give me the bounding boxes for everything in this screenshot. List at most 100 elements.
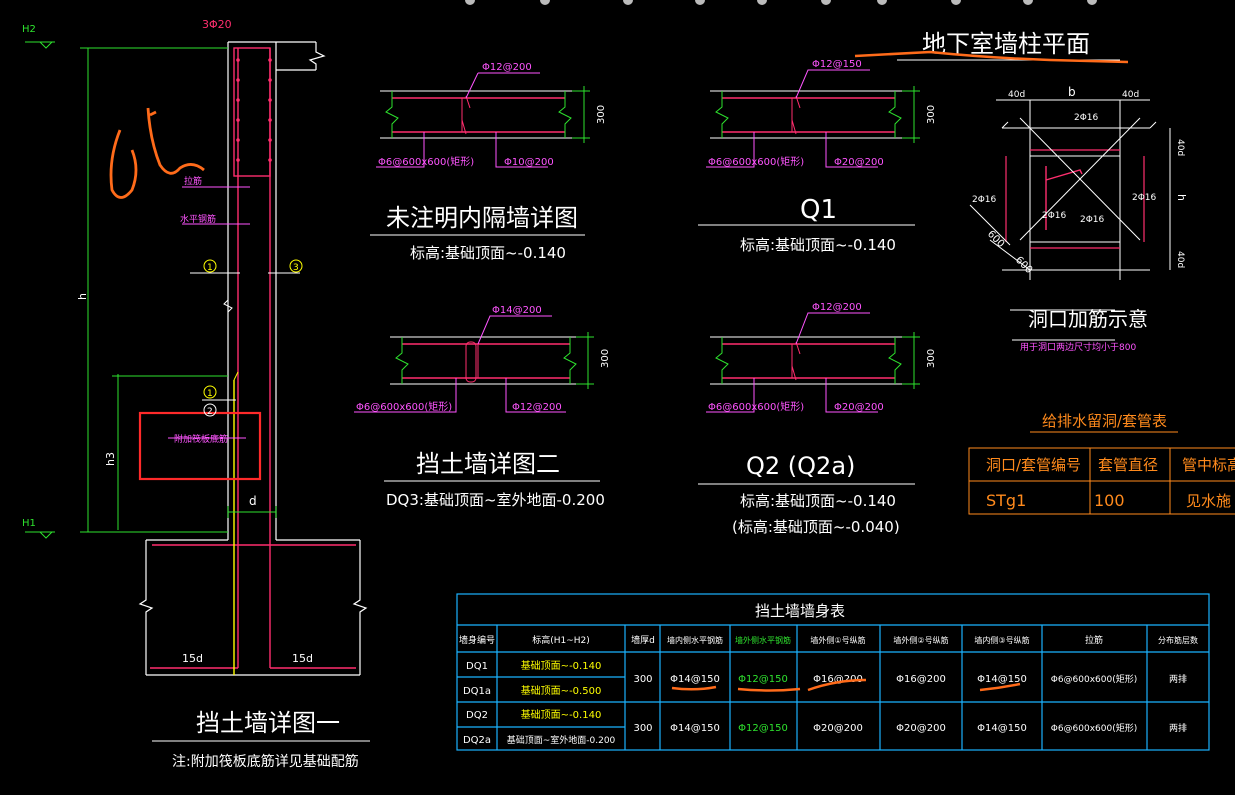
wall-header-outer-v2: 墙外侧②号纵筋 [893, 635, 948, 645]
q2-tie: Φ6@600x600(矩形) [708, 400, 804, 413]
highlight-box [138, 411, 262, 481]
wall-header-inner-v3: 墙内侧③号纵筋 [974, 635, 1029, 645]
opening-bar-right: 2Φ16 [1132, 193, 1157, 203]
marker-2: 2 [203, 403, 217, 417]
drain-header-diameter: 套管直径 [1098, 456, 1158, 474]
wall-row-dq2-id: DQ2 [466, 710, 488, 721]
opening-bar-mid1: 2Φ16 [1042, 211, 1067, 221]
wall-g2-inner-h: Φ14@150 [670, 723, 720, 734]
drain-cell-elevation: 见水施 [1186, 492, 1231, 510]
drain-table-grid [968, 447, 1235, 515]
wall-g2-thickness: 300 [633, 723, 652, 734]
wall-g2-inner-v3: Φ14@150 [977, 723, 1027, 734]
opening-detail [969, 99, 1171, 311]
toolbar-remnants [465, 0, 1097, 5]
wall-g1-outer-h: Φ12@150 [738, 674, 788, 685]
dq2-title: 挡土墙详图二 [416, 450, 560, 478]
partition-bottom-bar: Φ10@200 [504, 157, 554, 168]
dq2-top-bar: Φ14@200 [492, 305, 542, 316]
section-q2 [698, 312, 920, 485]
q1-title: Q1 [800, 195, 837, 225]
dq2-tie: Φ6@600x600(矩形) [356, 400, 452, 413]
partition-top-bar: Φ12@200 [482, 62, 532, 73]
svg-text:1: 1 [207, 389, 213, 399]
dim-h3-label: h3 [104, 452, 117, 466]
marker-1-bottom: 1 [203, 385, 217, 399]
wall-table-title: 挡土墙墙身表 [755, 602, 845, 620]
marker-1-top: 1 [203, 259, 217, 273]
dim-15d-left: 15d [182, 652, 203, 665]
wall-header-tie: 拉筋 [1085, 634, 1103, 646]
wall-g1-outer-v2: Φ16@200 [896, 674, 946, 685]
marker-3: 3 [289, 259, 303, 273]
wall-g1-outer-v1: Φ16@200 [813, 674, 863, 685]
partition-title: 未注明内隔墙详图 [386, 204, 578, 232]
opening-dim-40d-bottom: 40d [1175, 251, 1185, 268]
wall-g1-inner-h: Φ14@150 [670, 674, 720, 685]
opening-dim-40d-left: 40d [1008, 90, 1025, 100]
wall-table-grid [456, 593, 1210, 751]
wall-row-dq2-elev: 基础顶面~-0.140 [521, 708, 602, 721]
opening-note: 用于洞口两边尺寸均小于800 [1020, 341, 1136, 353]
label-h1: H1 [22, 518, 36, 529]
opening-bar-mid2: 2Φ16 [1080, 215, 1105, 225]
wall-header-layers: 分布筋层数 [1158, 635, 1198, 645]
partition-tie: Φ6@600x600(矩形) [378, 155, 474, 168]
dq2-bottom-bar: Φ12@200 [512, 402, 562, 413]
drain-header-id: 洞口/套管编号 [986, 456, 1081, 474]
wall-row-dq2a-id: DQ2a [463, 735, 491, 746]
wall-header-outer-v1: 墙外侧①号纵筋 [810, 635, 865, 645]
wall-g1-inner-v3: Φ14@150 [977, 674, 1027, 685]
dim-15d-right: 15d [292, 652, 313, 665]
elevation-detail [25, 41, 368, 676]
wall-row-dq1-elev: 基础顶面~-0.140 [521, 659, 602, 672]
wall-header-inner-h: 墙内侧水平钢筋 [667, 635, 723, 645]
markup-underline-title [854, 50, 1129, 64]
wall-g2-outer-v2: Φ20@200 [896, 723, 946, 734]
elevation-note: 注:附加筏板底筋详见基础配筋 [172, 753, 359, 770]
svg-text:2: 2 [207, 407, 213, 417]
q2-subtitle-2: (标高:基础顶面~-0.040) [732, 518, 900, 536]
section-dq2 [354, 315, 600, 482]
partition-subtitle: 标高:基础顶面~-0.140 [410, 244, 566, 262]
opening-dim-b: b [1068, 85, 1076, 99]
opening-dim-40d-right: 40d [1122, 90, 1139, 100]
wall-row-dq1a-elev: 基础顶面~-0.500 [521, 684, 602, 697]
top-bar-label: 3Φ20 [202, 18, 232, 31]
dim-d-label: d [249, 494, 257, 508]
wall-header-id: 墙身编号 [459, 634, 495, 646]
q2-title: Q2 (Q2a) [746, 452, 855, 480]
q1-dim: 300 [926, 105, 937, 124]
label-raft-bar: 附加筏板底筋 [174, 433, 228, 445]
label-stirrup: 拉筋 [184, 175, 202, 187]
q2-top-bar: Φ12@200 [812, 302, 862, 313]
wall-g2-outer-h: Φ12@150 [738, 723, 788, 734]
wall-header-outer-h: 墙外侧水平钢筋 [735, 635, 791, 645]
dim-h-label: h [76, 293, 89, 300]
dq2-dim: 300 [600, 349, 611, 368]
wall-g2-outer-v1: Φ20@200 [813, 723, 863, 734]
label-horizontal: 水平钢筋 [180, 213, 216, 225]
wall-row-dq2a-elev: 基础顶面~室外地面-0.200 [507, 734, 616, 746]
opening-dim-40d-top: 40d [1175, 139, 1185, 156]
partition-dim: 300 [596, 105, 607, 124]
q2-dim: 300 [926, 349, 937, 368]
drain-header-elevation: 管中标高 [1182, 456, 1235, 474]
wall-g2-tie: Φ6@600x600(矩形) [1051, 722, 1138, 734]
wall-g2-layers: 两排 [1169, 722, 1187, 734]
section-q1 [698, 69, 920, 226]
drain-cell-diameter: 100 [1094, 491, 1125, 510]
markup-table-underlines [671, 678, 1021, 692]
wall-row-dq1a-id: DQ1a [463, 686, 491, 697]
wall-row-dq1-id: DQ1 [466, 661, 488, 672]
wall-g1-thickness: 300 [633, 674, 652, 685]
opening-dim-600-a: 600 [985, 229, 1006, 250]
q1-top-bar: Φ12@150 [812, 59, 862, 70]
wall-g1-tie: Φ6@600x600(矩形) [1051, 673, 1138, 685]
q2-bottom-bar: Φ20@200 [834, 402, 884, 413]
q1-subtitle: 标高:基础顶面~-0.140 [740, 236, 896, 254]
section-partition [370, 72, 590, 236]
svg-text:3: 3 [293, 263, 299, 273]
markup-scribble [109, 107, 205, 199]
